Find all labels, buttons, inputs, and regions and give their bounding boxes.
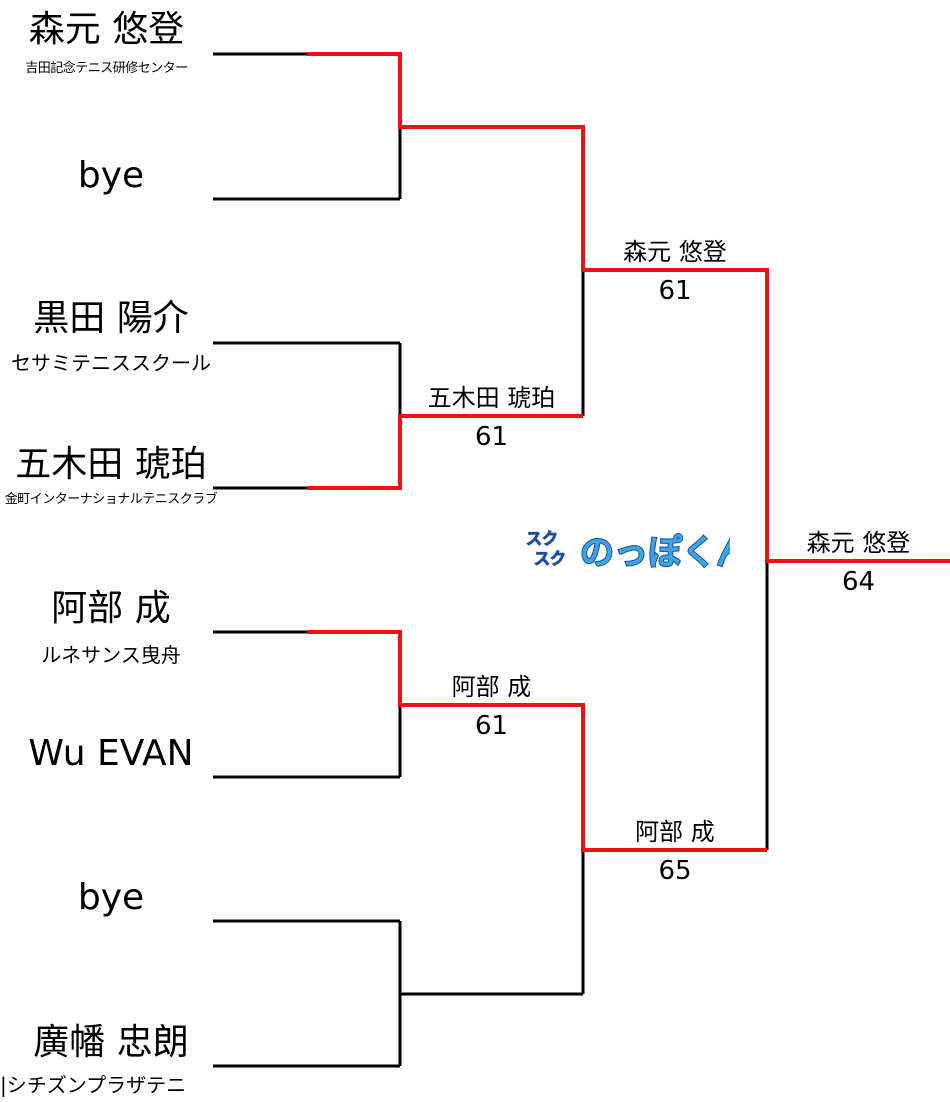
round2-winner-name: 五木田 琥珀 [427, 384, 556, 412]
player-club: セサミテニススクール [11, 351, 211, 375]
round2-winner-score: 61 [474, 422, 509, 452]
champion-name: 森元 悠登 [806, 529, 911, 557]
winner-path-final [307, 52, 950, 563]
logo-text-small-2: スク [534, 549, 566, 568]
semifinal-winner-score: 61 [658, 276, 692, 306]
player-name: 黒田 陽介 [33, 298, 189, 339]
player-club: 金町インターナショナルテニスクラブ [4, 492, 218, 507]
player-name: bye [77, 877, 145, 918]
winner-path-m2 [307, 414, 583, 490]
player-club: 吉田記念テニス研修センター [25, 61, 188, 76]
player-club: |シチズンプラザテニ [0, 1073, 187, 1097]
player-name: 五木田 琥珀 [15, 444, 207, 485]
semifinal-winner-name: 森元 悠登 [623, 238, 727, 266]
winner-path-sf2 [307, 630, 767, 852]
nopporkun-logo: スク スク のっぽくん [526, 529, 731, 575]
logo-text-main: のっぽくん [580, 533, 730, 573]
player-name: bye [77, 155, 145, 196]
player-club: ルネサンス曳舟 [41, 643, 181, 667]
player-name: Wu EVAN [28, 733, 194, 774]
player-name: 阿部 成 [51, 588, 171, 629]
logo-text-small-1: スク [526, 529, 558, 548]
semifinal-winner-name: 阿部 成 [635, 818, 715, 846]
round2-winner-name: 阿部 成 [451, 673, 532, 701]
player-name: 廣幡 忠朗 [33, 1022, 189, 1063]
player-name: 森元 悠登 [28, 9, 185, 50]
round2-winner-score: 61 [474, 711, 509, 741]
champion-score: 64 [841, 567, 876, 597]
semifinal-winner-score: 65 [658, 856, 692, 886]
